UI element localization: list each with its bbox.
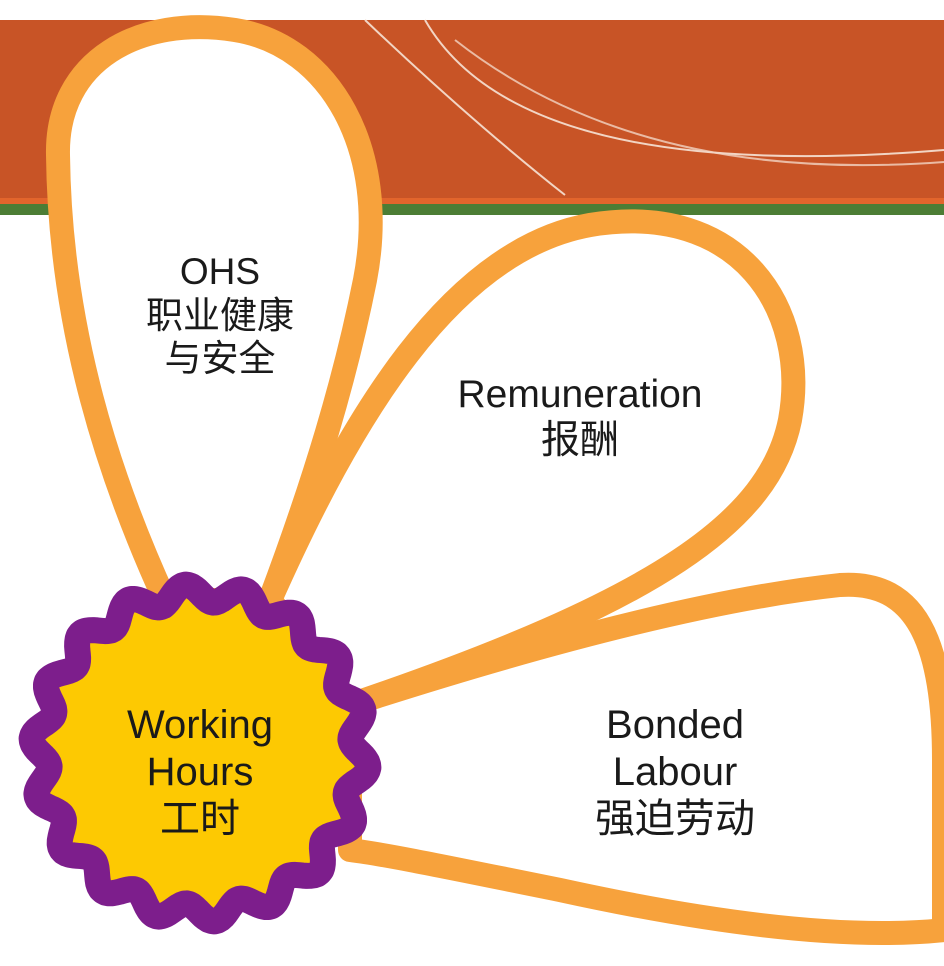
- center-english-line2: Hours: [146, 750, 254, 795]
- center-chinese: 工时: [160, 797, 240, 842]
- petal-label-remuneration: Remuneration 报酬: [420, 372, 740, 464]
- petal-label-ohs: OHS 职业健康 与安全: [110, 250, 330, 381]
- bonded-chinese: 强迫劳动: [595, 797, 755, 842]
- center-circle: [18, 571, 382, 935]
- center-label-working-hours: Working Hours 工时: [80, 702, 320, 844]
- bonded-english-line2: Labour: [612, 750, 738, 795]
- remuneration-english: Remuneration: [457, 373, 703, 416]
- ohs-chinese-line1: 职业健康: [146, 294, 294, 336]
- bonded-english-line1: Bonded: [606, 703, 744, 747]
- center-english-line1: Working: [127, 703, 273, 747]
- petal-remuneration: [258, 209, 806, 717]
- ohs-chinese-line2: 与安全: [164, 338, 276, 380]
- petal-ohs: [45, 15, 383, 612]
- ohs-english: OHS: [179, 251, 261, 292]
- remuneration-chinese: 报酬: [540, 419, 619, 463]
- petal-label-bonded-labour: Bonded Labour 强迫劳动: [560, 702, 790, 844]
